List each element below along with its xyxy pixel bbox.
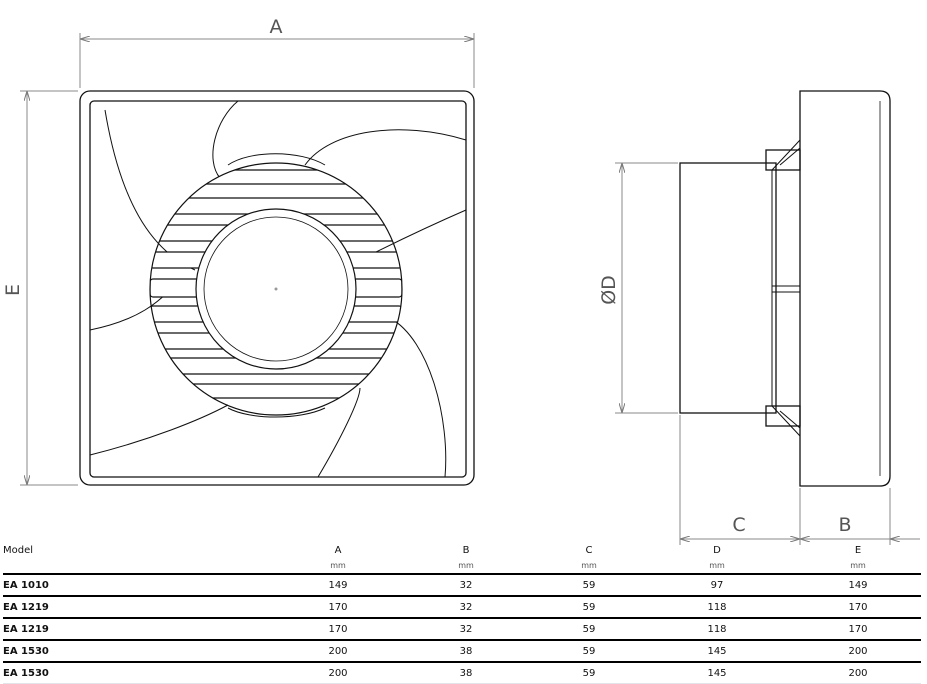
cell-b: 32	[393, 617, 539, 641]
cell-c: 59	[539, 617, 639, 641]
header-model: Model	[3, 545, 34, 556]
dimension-a	[79, 33, 475, 88]
cell-e: 149	[795, 574, 921, 597]
cell-e: 200	[795, 661, 921, 684]
cell-e: 170	[795, 595, 921, 619]
table-units-row: mm mm mm mm mm	[3, 558, 921, 575]
header-c: C	[585, 545, 593, 556]
cell-model: EA 1530	[3, 661, 283, 684]
cell-model: EA 1219	[3, 617, 283, 641]
cell-model: EA 1530	[3, 639, 283, 663]
dimension-c-b	[679, 415, 920, 545]
cell-b: 38	[393, 639, 539, 663]
cell-c: 59	[539, 639, 639, 663]
cell-b: 32	[393, 574, 539, 597]
cell-d: 118	[639, 617, 795, 641]
dimension-c-label: C	[732, 514, 745, 536]
dimension-d-label: ØD	[598, 275, 620, 305]
cell-d: 145	[639, 661, 795, 684]
dimension-e	[20, 90, 78, 486]
cell-c: 59	[539, 574, 639, 597]
cell-a: 170	[283, 595, 393, 619]
cell-a: 149	[283, 574, 393, 597]
cell-d: 118	[639, 595, 795, 619]
dimension-a-label: A	[270, 16, 283, 38]
cell-b: 32	[393, 595, 539, 619]
header-e: E	[854, 545, 862, 556]
header-d: D	[713, 545, 721, 556]
cell-c: 59	[539, 661, 639, 684]
cell-c: 59	[539, 595, 639, 619]
unit-model	[3, 558, 283, 575]
cell-e: 170	[795, 617, 921, 641]
table-header-row: Model A B C D E	[3, 543, 921, 558]
unit-a: mm	[283, 558, 393, 575]
cell-d: 97	[639, 574, 795, 597]
dimension-e-label: E	[2, 284, 24, 296]
fan-dimension-drawing: A E ØD C B	[2, 16, 920, 545]
cell-a: 200	[283, 661, 393, 684]
header-a: A	[334, 545, 342, 556]
unit-b: mm	[393, 558, 539, 575]
cell-model: EA 1219	[3, 595, 283, 619]
header-b: B	[462, 545, 470, 556]
unit-e: mm	[795, 558, 921, 575]
cell-a: 170	[283, 617, 393, 641]
cell-model: EA 1010	[3, 574, 283, 597]
unit-d: mm	[639, 558, 795, 575]
dimension-d	[615, 162, 678, 414]
cell-e: 200	[795, 639, 921, 663]
cell-a: 200	[283, 639, 393, 663]
front-view	[79, 90, 475, 486]
side-view	[679, 90, 891, 487]
cell-b: 38	[393, 661, 539, 684]
dimension-b-label: B	[838, 514, 851, 536]
unit-c: mm	[539, 558, 639, 575]
cell-d: 145	[639, 639, 795, 663]
